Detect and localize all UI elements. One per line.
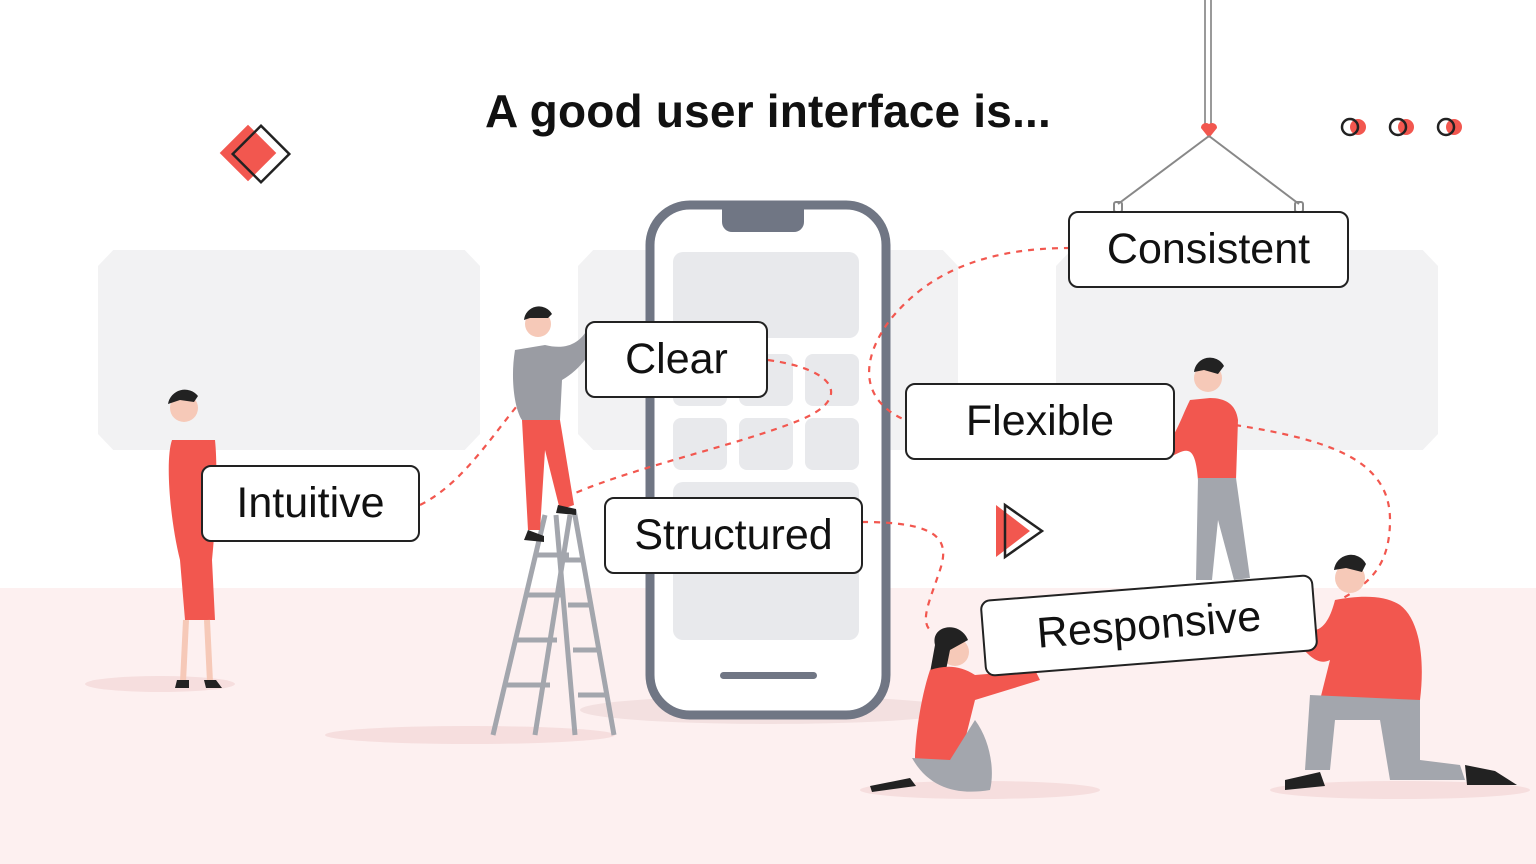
label-clear: Clear: [585, 321, 768, 398]
ladder-illustration: [490, 509, 617, 736]
phone-illustration: [645, 200, 891, 720]
label-intuitive: Intuitive: [201, 465, 420, 542]
background-panel-left: [98, 250, 480, 450]
shadow-intuitive: [85, 676, 235, 692]
person-man-on-ladder: [512, 306, 600, 542]
person-man-flexible: [1160, 357, 1250, 580]
shadow-kneeling-man: [1270, 781, 1530, 799]
diamond-icon: [219, 123, 292, 185]
play-triangle-icon: [996, 502, 1045, 560]
label-consistent: Consistent: [1068, 211, 1349, 288]
shadow-ladder: [325, 726, 615, 744]
label-flexible: Flexible: [905, 383, 1175, 460]
person-woman-kneeling: [870, 627, 1040, 792]
circles-icon: [1340, 117, 1462, 137]
person-man-kneeling: [1285, 554, 1517, 790]
page-title: A good user interface is...: [484, 85, 1052, 137]
label-structured: Structured: [604, 497, 863, 574]
heart-hook-icon: [1113, 0, 1304, 213]
